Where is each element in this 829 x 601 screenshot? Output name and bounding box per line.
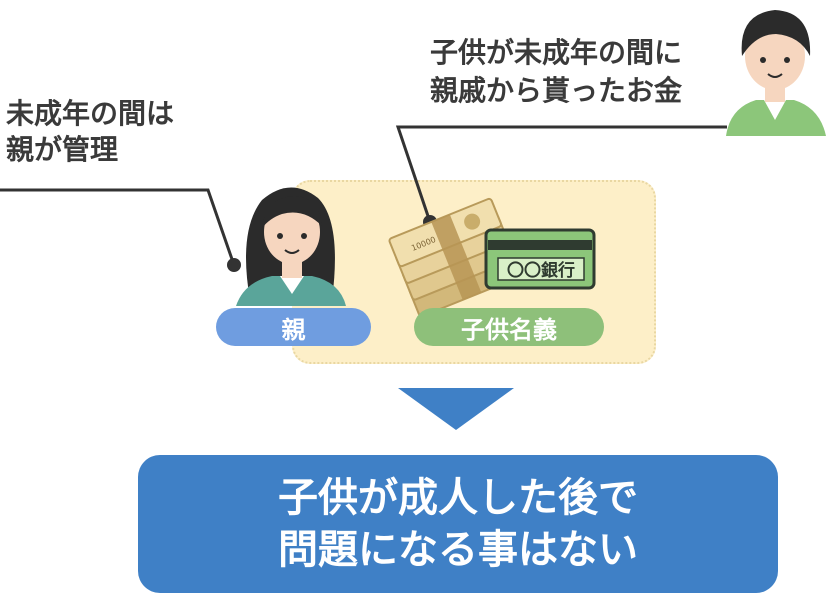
result-line1: 子供が成人した後で bbox=[278, 475, 638, 521]
parent-leader-dot bbox=[227, 258, 241, 272]
gift-label: 子供が未成年の間に 親戚から貰ったお金 bbox=[430, 34, 682, 110]
gift-label-line2: 親戚から貰ったお金 bbox=[430, 74, 683, 107]
parent-badge: 親 bbox=[216, 308, 371, 346]
parent-leader-line bbox=[0, 188, 236, 266]
gift-label-line1: 子供が未成年の間に bbox=[430, 36, 683, 69]
down-arrow-icon bbox=[398, 388, 514, 430]
parent-label: 未成年の間は 親が管理 bbox=[6, 96, 174, 168]
bank-card-icon: 〇〇銀行 bbox=[484, 228, 596, 290]
gift-leader-line bbox=[395, 125, 727, 223]
parent-label-line1: 未成年の間は bbox=[6, 97, 175, 130]
bank-card-text: 〇〇銀行 bbox=[507, 260, 575, 281]
result-line2: 問題になる事はない bbox=[278, 527, 638, 573]
result-box: 子供が成人した後で 問題になる事はない bbox=[138, 455, 778, 593]
man-icon bbox=[726, 10, 826, 136]
woman-icon bbox=[236, 187, 346, 306]
parent-label-line2: 親が管理 bbox=[6, 133, 119, 166]
child-name-badge: 子供名義 bbox=[414, 308, 604, 346]
